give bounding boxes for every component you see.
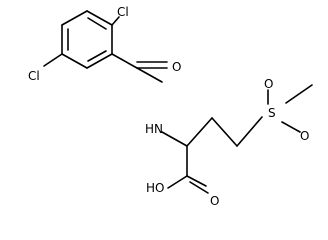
atom-sulfur: S (268, 106, 276, 120)
bond-carbonyl-n (136, 67, 163, 83)
molecule-drawing: Cl Cl O HN S O O O HO (28, 5, 313, 208)
atom-amide-o: O (172, 60, 181, 74)
atom-cl-top: Cl (117, 5, 129, 19)
bond-cgamma-s (236, 116, 263, 147)
bond-n-calpha (161, 131, 188, 147)
bond-ring-cl-left (43, 53, 63, 67)
bond-cooh-oh (167, 175, 188, 189)
atom-amide-n: HN (145, 122, 163, 136)
ring-bond-6 (61, 10, 88, 26)
bond-s-methyl (285, 84, 313, 104)
atom-sulfonyl-o-lower: O (300, 129, 309, 143)
atom-acid-oh: HO (146, 181, 164, 195)
ring-bond-1 (86, 10, 113, 26)
structure-svg: Cl Cl O HN S O O O HO (28, 5, 313, 208)
bond-s-o-lower (281, 121, 301, 133)
bond-cbeta-cgamma (211, 117, 238, 147)
bond-ring-cl-top (111, 16, 120, 26)
ring-bond-4 (61, 53, 88, 69)
atom-acid-o: O (210, 194, 219, 208)
ring-double-inner-1 (87, 17, 107, 30)
bond-ring-carbonyl (111, 53, 138, 69)
atom-cl-left: Cl (28, 69, 40, 83)
bond-cooh-o-double-2 (189, 181, 209, 194)
atom-sulfonyl-o-upper: O (264, 77, 273, 91)
ring-bond-3 (86, 53, 113, 69)
bond-calpha-cbeta (186, 117, 213, 147)
benzene-ring (61, 10, 113, 69)
ring-double-inner-2 (87, 50, 107, 62)
bond-cooh-o-double-1 (186, 175, 207, 187)
